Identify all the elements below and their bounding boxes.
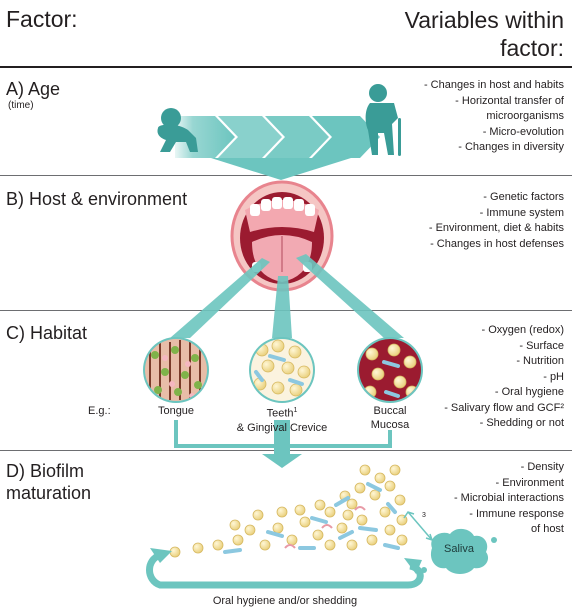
habitat-variable: - Oxygen (redox) bbox=[481, 324, 564, 336]
age-variable: - Changes in diversity bbox=[458, 141, 564, 153]
factor-header: Factor: bbox=[6, 6, 78, 32]
host-variable: - Genetic factors bbox=[483, 191, 564, 203]
example-label: E.g.: bbox=[88, 405, 111, 417]
host-variable: - Environment, diet & habits bbox=[428, 222, 564, 234]
saliva-arrow bbox=[403, 511, 434, 542]
biofilm-arrow bbox=[262, 420, 302, 468]
biofilm-cells bbox=[169, 464, 408, 558]
age-arrow bbox=[175, 116, 380, 180]
habitat-variable: - Surface bbox=[519, 339, 564, 352]
age-variables: - Changes in host and habits - Horizonta… bbox=[424, 78, 564, 156]
saliva-footnote: 3 bbox=[422, 512, 426, 519]
biofilm-title-line1: D) Biofilm bbox=[6, 461, 85, 481]
biofilm-feed-lines bbox=[174, 420, 392, 448]
header-divider bbox=[0, 66, 572, 68]
teeth-label-text: Teeth bbox=[266, 407, 294, 420]
age-subtitle: (time) bbox=[8, 100, 34, 111]
biofilm-variable: - Microbial interactions bbox=[453, 492, 564, 504]
buccal-label-line2: Mucosa bbox=[370, 419, 410, 431]
teeth-habitat bbox=[249, 337, 315, 403]
habitat-variable: - Nutrition bbox=[516, 355, 564, 367]
teeth-label-line2: & Gingival Crevice bbox=[236, 421, 328, 434]
biofilm-variables: - Density - Environment - Microbial inte… bbox=[454, 460, 564, 538]
age-variable: - Horizontal transfer of bbox=[455, 94, 564, 107]
variables-header-line2: factor: bbox=[500, 35, 564, 61]
biofilm-variable: - Immune response bbox=[469, 507, 564, 520]
baby-icon bbox=[157, 108, 198, 152]
biofilm-title-line2: maturation bbox=[6, 483, 92, 503]
elderly-person-icon bbox=[365, 84, 401, 156]
habitat-variable: - Shedding or not bbox=[479, 417, 564, 429]
variables-header-line1: Variables within bbox=[404, 7, 564, 33]
host-variables: - Genetic factors - Immune system - Envi… bbox=[429, 190, 564, 252]
habitat-variable: - Oral hygiene bbox=[494, 386, 564, 398]
tongue-habitat bbox=[143, 337, 209, 403]
host-variable: - Changes in host defenses bbox=[430, 237, 564, 250]
age-variable: microorganisms bbox=[486, 110, 564, 122]
biofilm-variable: - Density bbox=[520, 461, 564, 473]
cycle-arrow bbox=[146, 548, 424, 589]
buccal-mucosa-habitat bbox=[357, 337, 423, 403]
saliva-label: Saliva bbox=[444, 543, 474, 555]
habitat-variable: - Salivary flow and GCF² bbox=[444, 401, 564, 414]
host-title: B) Host & environment bbox=[6, 189, 188, 209]
host-variable: - Immune system bbox=[479, 206, 564, 219]
age-title: A) Age bbox=[6, 79, 61, 99]
biofilm-variable: of host bbox=[530, 523, 564, 535]
age-variable: - Changes in host and habits bbox=[423, 79, 564, 91]
buccal-label: Buccal Mucosa bbox=[360, 404, 420, 432]
variables-header: Variables within factor: bbox=[405, 6, 564, 62]
age-variable: - Micro-evolution bbox=[482, 125, 564, 138]
saliva-splash bbox=[421, 528, 497, 574]
habitat-title: C) Habitat bbox=[6, 323, 88, 343]
teeth-label: Teeth1 & Gingival Crevice bbox=[226, 404, 338, 435]
cycle-label: Oral hygiene and/or shedding bbox=[212, 595, 358, 607]
habitat-variable: - pH bbox=[543, 370, 564, 383]
biofilm-variable: - Environment bbox=[495, 476, 564, 489]
teeth-footnote: 1 bbox=[293, 407, 298, 414]
teeth-label-line1: Teeth1 bbox=[226, 404, 338, 421]
biofilm-title: D) Biofilm maturation bbox=[6, 460, 91, 504]
tongue-label: Tongue bbox=[157, 405, 195, 417]
habitat-connectors bbox=[170, 254, 404, 338]
buccal-label-line1: Buccal bbox=[373, 405, 407, 417]
habitat-variables: - Oxygen (redox) - Surface - Nutrition -… bbox=[444, 323, 564, 432]
